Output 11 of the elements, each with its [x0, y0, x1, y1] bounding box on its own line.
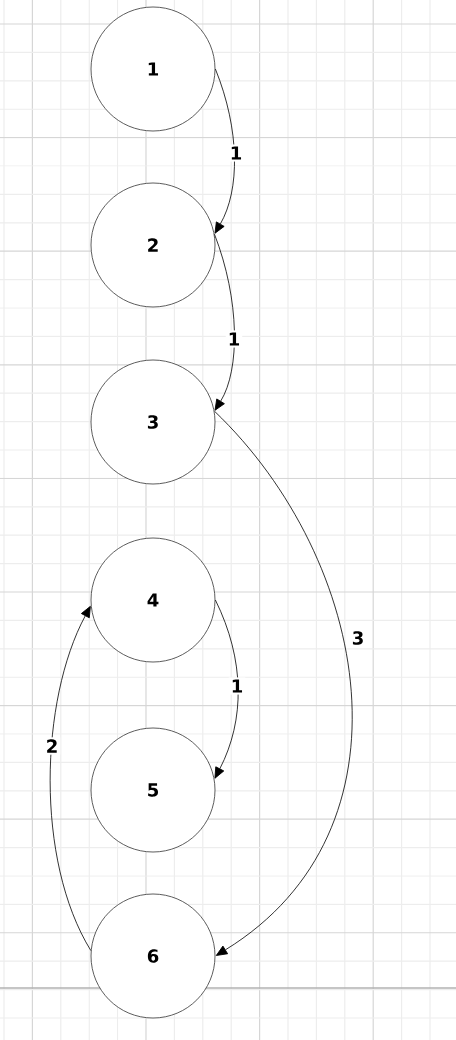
- arrow: [214, 233, 235, 411]
- arrow: [214, 68, 235, 234]
- circle-node: 5: [90, 727, 216, 853]
- arrow: [49, 605, 92, 951]
- circle-node: 3: [90, 359, 216, 485]
- circle-node: 6: [90, 893, 216, 1019]
- arrow: [214, 410, 352, 956]
- arrow: [214, 599, 239, 779]
- circle-node: 4: [90, 537, 216, 663]
- circle-node: 2: [90, 182, 216, 308]
- circle-node: 1: [90, 6, 216, 132]
